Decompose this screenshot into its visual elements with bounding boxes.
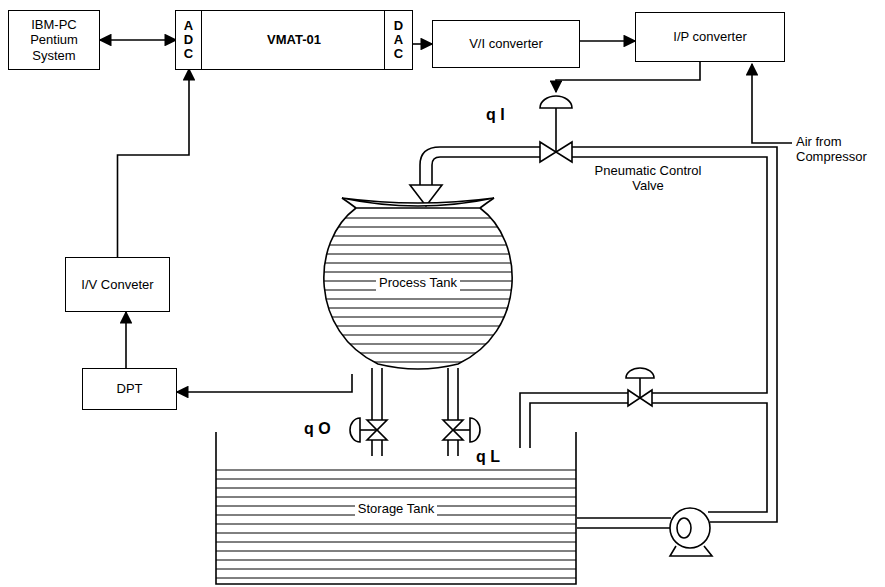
tank-neck [342, 198, 494, 208]
supply-pipe [572, 157, 767, 393]
node-label: Process Tank [376, 275, 460, 291]
node-label: D A C [392, 19, 405, 62]
signal-arrow [118, 69, 190, 257]
signal-arrow [412, 43, 432, 45]
process-tank: Process Tank [318, 192, 518, 374]
suction-pipe [577, 518, 671, 528]
valve-stem [453, 429, 470, 431]
valve-actuator [470, 418, 480, 442]
valve-label: Pneumatic Control Valve [592, 163, 704, 193]
tank-rim [342, 198, 494, 206]
flow-label: q L [476, 448, 516, 466]
daq-card-box: VMAT-01 A D C D A C [175, 10, 413, 70]
valve-actuator [626, 368, 654, 378]
bypass-pipe [520, 393, 628, 448]
node-label: I/P converter [673, 29, 746, 45]
air-supply-label: Air from Compressor [796, 134, 880, 164]
dac-section: D A C [384, 11, 412, 69]
node-label: DPT [117, 381, 143, 397]
flow-label: q O [304, 420, 344, 438]
node-label: A D C [182, 19, 195, 62]
node-label: I/V Conveter [81, 277, 153, 293]
valve-stem [555, 108, 557, 152]
supply-pipe [432, 157, 540, 185]
flow-label: q I [486, 106, 526, 124]
valve-stem [360, 429, 377, 431]
signal-arrow [580, 40, 635, 42]
valve-actuator [540, 96, 572, 108]
signal-arrow [177, 374, 352, 392]
computer-box: IBM-PC Pentium System [8, 10, 100, 70]
bypass-pipe [530, 403, 628, 448]
valve-actuator [350, 418, 360, 442]
node-label: Storage Tank [355, 501, 437, 517]
node-label: V/I converter [469, 36, 543, 52]
pump-impeller [677, 518, 691, 538]
valve-stem [639, 378, 641, 398]
pump [670, 508, 710, 548]
tank-body [324, 208, 512, 369]
node-label: IBM-PC Pentium System [13, 17, 95, 64]
transmitter-box: DPT [82, 368, 177, 410]
adc-section: A D C [176, 11, 202, 69]
signal-arrow [100, 39, 176, 41]
converter-box: I/P converter [635, 12, 785, 62]
outlet-pipe [372, 368, 382, 456]
pump-base [670, 546, 712, 556]
node-label: VMAT-01 [267, 32, 321, 48]
supply-pipe [572, 147, 777, 522]
signal-arrow [125, 312, 127, 368]
air-line [752, 64, 792, 143]
load-pipe [448, 368, 458, 456]
storage-tank: Storage Tank [215, 432, 577, 585]
supply-pipe [652, 403, 767, 512]
converter-box: V/I converter [432, 20, 580, 68]
tank-wall [216, 432, 576, 584]
supply-pipe [420, 147, 540, 185]
converter-box: I/V Conveter [65, 257, 170, 312]
